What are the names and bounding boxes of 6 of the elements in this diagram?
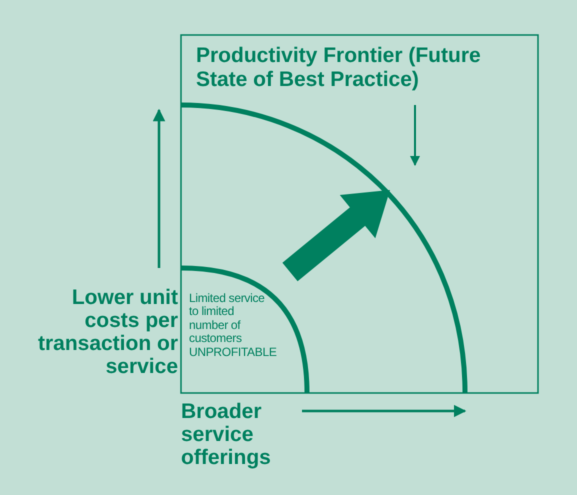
frontier-label: Productivity Frontier (Future State of Best Practice) xyxy=(196,44,536,92)
axis-label: Lower unit costs per transaction or service xyxy=(36,286,178,378)
block-arrow xyxy=(282,190,390,282)
leader-arrow xyxy=(410,105,420,166)
frontier-curve xyxy=(180,102,468,394)
axis-label: Broader service offerings xyxy=(181,400,272,470)
